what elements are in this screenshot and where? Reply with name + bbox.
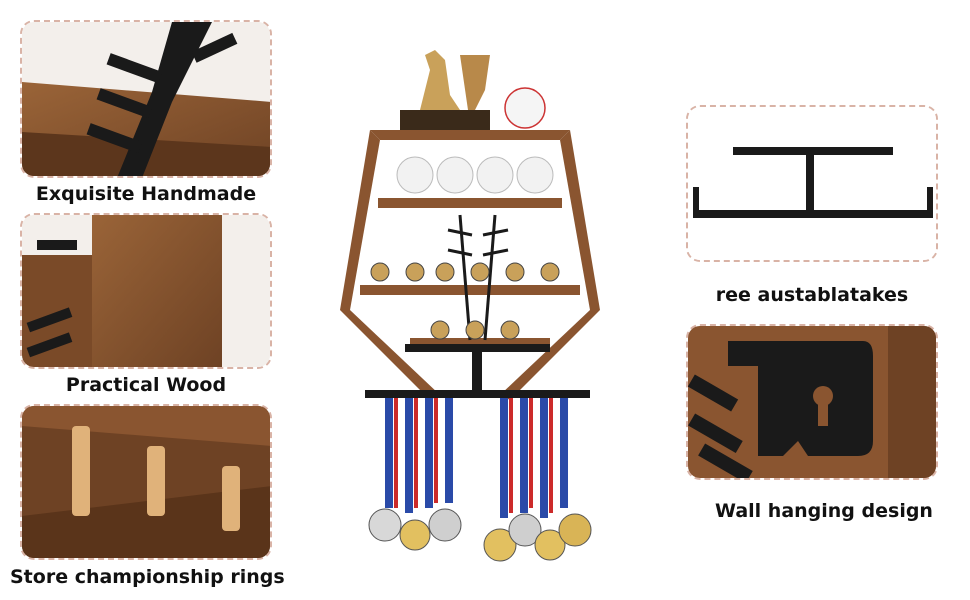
- detail-panel-bracket: [686, 105, 938, 262]
- baseball-row: [396, 156, 554, 194]
- caption-store-rings: Store championship rings: [10, 566, 285, 588]
- medal-ribbons: [385, 398, 568, 518]
- caption-exquisite-handmade: Exquisite Handmade: [35, 183, 257, 205]
- medal-icon: [368, 508, 592, 562]
- baseball-stitch-decor-icon: [86, 22, 238, 176]
- wall-bracket-icon: [693, 147, 933, 218]
- trophy-icon: [400, 50, 490, 130]
- product-illustration: [320, 40, 620, 580]
- detail-panel-handmade: [20, 20, 272, 178]
- championship-ring-row: [370, 262, 560, 340]
- caption-practical-wood: Practical Wood: [65, 374, 227, 396]
- baseball-icon: [504, 87, 546, 129]
- baseball-stitch-decor-icon: [26, 240, 77, 358]
- caption-wall-hanging: Wall hanging design: [715, 500, 933, 522]
- detail-panel-wood: [20, 213, 272, 369]
- wall-bracket-icon: [405, 344, 550, 352]
- baseball-stitch-decor-icon: [688, 374, 753, 478]
- ring-peg-icon: [72, 426, 240, 531]
- caption-bracket: ree austablatakes: [715, 284, 909, 306]
- detail-panel-hanger: [686, 324, 938, 480]
- detail-panel-ring-pegs: [20, 404, 272, 560]
- keyhole-hanger-icon: [728, 341, 873, 456]
